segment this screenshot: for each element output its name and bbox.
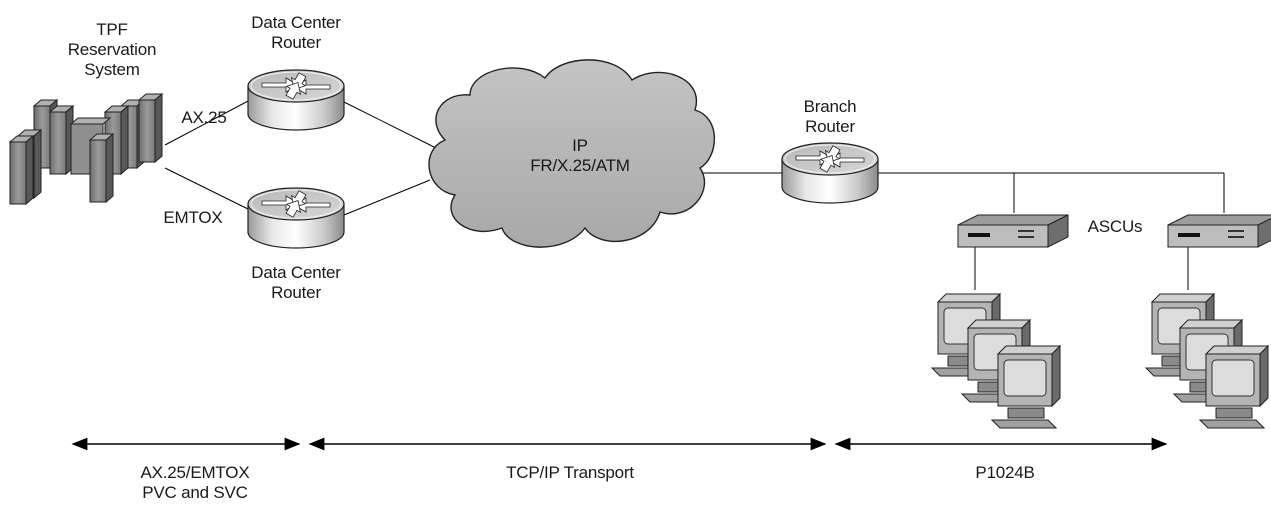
data-center-router-top-label: Data Center Router (251, 13, 341, 52)
mainframe-icon (9, 93, 163, 205)
ascus-label: ASCUs (1087, 217, 1143, 236)
router-icon (247, 187, 345, 249)
connections (164, 99, 1225, 290)
ascu-device-icon (1167, 214, 1271, 248)
cloud-icon (428, 59, 716, 248)
span-right-label: P1024B (975, 463, 1035, 482)
link-ax25-label: AX.25 (181, 108, 227, 127)
span-middle-label: TCP/IP Transport (506, 463, 634, 482)
span-left-label: AX.25/EMTOX PVC and SVC (140, 463, 250, 502)
branch-router-label: Branch Router (803, 97, 857, 136)
tpf-system-label: TPF Reservation System (67, 20, 157, 79)
link-emtox-label: EMTOX (163, 208, 223, 227)
data-center-router-bottom-label: Data Center Router (251, 263, 341, 302)
cloud-label: IP FR/X.25/ATM (530, 136, 630, 175)
terminal-icon (1199, 345, 1269, 429)
router-icon (247, 69, 345, 131)
terminal-icon (991, 345, 1061, 429)
ascu-device-icon (957, 214, 1069, 248)
router-icon (781, 142, 879, 204)
